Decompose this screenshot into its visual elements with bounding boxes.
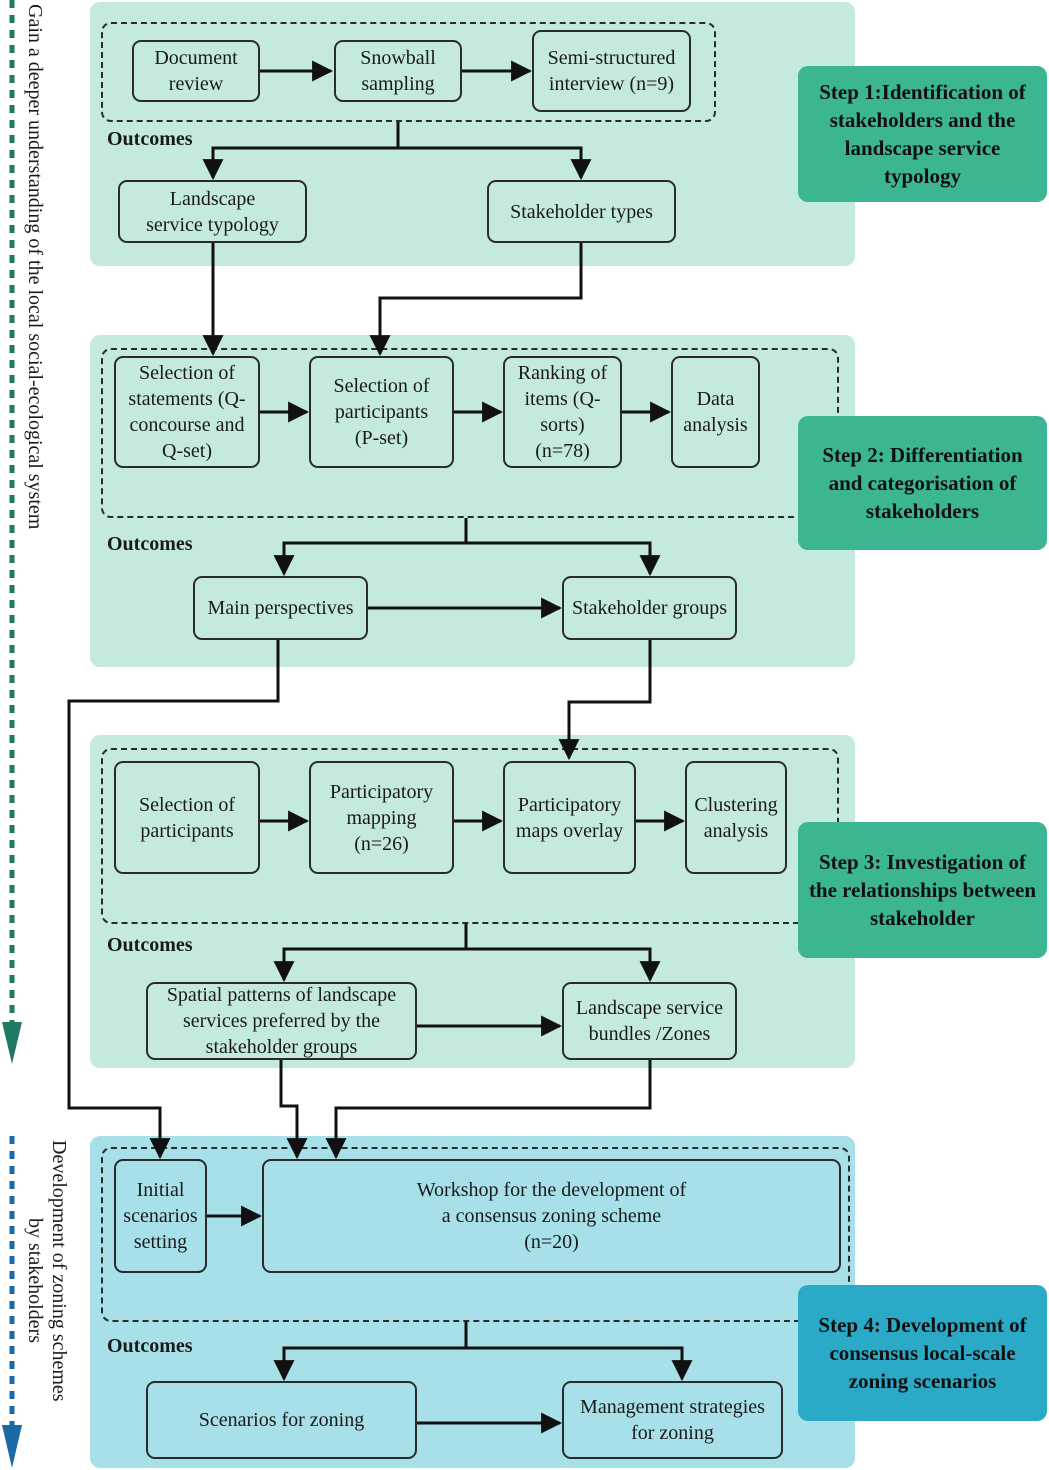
arrow-groups-to-overlay — [558, 640, 652, 761]
initial-scenarios-box: Initial scenarios setting — [114, 1159, 207, 1273]
step1-methods-group — [101, 22, 716, 122]
arrow-perspectives-to-initial-scenarios — [67, 640, 280, 1160]
arrow-to-stakeholder-types — [398, 146, 592, 181]
side-label-development-line2: by stakeholders — [24, 1218, 46, 1343]
arrow-to-scenarios — [273, 1322, 468, 1382]
outcomes-label-1: Outcomes — [107, 128, 193, 150]
outcomes-label-2: Outcomes — [107, 533, 193, 555]
workshop-box: Workshop for the development of a consen… — [262, 1159, 841, 1273]
scenarios-zoning-box: Scenarios for zoning — [146, 1381, 417, 1459]
step3-panel — [90, 735, 855, 1068]
selection-participants-box: Selection of participants (P-set) — [309, 356, 454, 468]
step2-panel — [90, 335, 855, 667]
arrow-to-spatial-patterns — [273, 924, 468, 983]
selection-statements-box: Selection of statements (Q-concourse and… — [114, 356, 260, 468]
ranking-items-box: Ranking of items (Q-sorts) (n=78) — [503, 356, 622, 468]
arrow-to-ls-typology — [202, 122, 400, 181]
arrow-bundles-to-workshop — [325, 1060, 652, 1160]
outcomes-label-4: Outcomes — [107, 1335, 193, 1357]
step1-tag: Step 1:Identification of stakeholders an… — [798, 66, 1047, 202]
selection-participants-3-box: Selection of participants — [114, 761, 260, 874]
outcomes-label-3: Outcomes — [107, 934, 193, 956]
step4-panel — [90, 1136, 855, 1468]
stakeholder-groups-box: Stakeholder groups — [562, 576, 737, 640]
semi-structured-interview-box: Semi-structured interview (n=9) — [532, 30, 691, 112]
arrow-to-bundles — [466, 947, 661, 983]
step4-tag: Step 4: Development of consensus local-s… — [798, 1285, 1047, 1421]
arrow-to-main-perspectives — [273, 518, 468, 577]
arrow-to-management — [466, 1346, 693, 1382]
side-label-development-line1: Development of zoning schemes — [48, 1140, 70, 1402]
step3-tag: Step 3: Investigation of the relationshi… — [798, 822, 1047, 958]
side-arrow-green-head — [2, 1022, 22, 1064]
main-perspectives-box: Main perspectives — [193, 576, 368, 640]
landscape-service-typology-box: Landscape service typology — [118, 180, 307, 243]
side-arrow-blue-head — [2, 1425, 22, 1468]
management-strategies-box: Management strategies for zoning — [562, 1381, 783, 1459]
data-analysis-box: Data analysis — [671, 356, 760, 468]
snowball-sampling-box: Snowball sampling — [334, 40, 462, 102]
side-label-understanding: Gain a deeper understanding of the local… — [24, 4, 46, 530]
step2-tag: Step 2: Differentiation and categorisati… — [798, 416, 1047, 550]
stakeholder-types-box: Stakeholder types — [487, 180, 676, 243]
arrow-types-to-participants — [369, 243, 583, 357]
document-review-box: Document review — [132, 40, 260, 102]
participatory-mapping-box: Participatory mapping (n=26) — [309, 761, 454, 874]
arrow-patterns-to-workshop — [279, 1060, 308, 1160]
participatory-maps-overlay-box: Participatory maps overlay — [503, 761, 636, 874]
step1-panel — [90, 2, 855, 266]
landscape-service-bundles-box: Landscape service bundles /Zones — [562, 982, 737, 1060]
clustering-analysis-box: Clustering analysis — [685, 761, 787, 874]
step4-methods-group — [101, 1147, 850, 1322]
arrow-to-stakeholder-groups — [466, 541, 661, 577]
spatial-patterns-box: Spatial patterns of landscape services p… — [146, 982, 417, 1060]
